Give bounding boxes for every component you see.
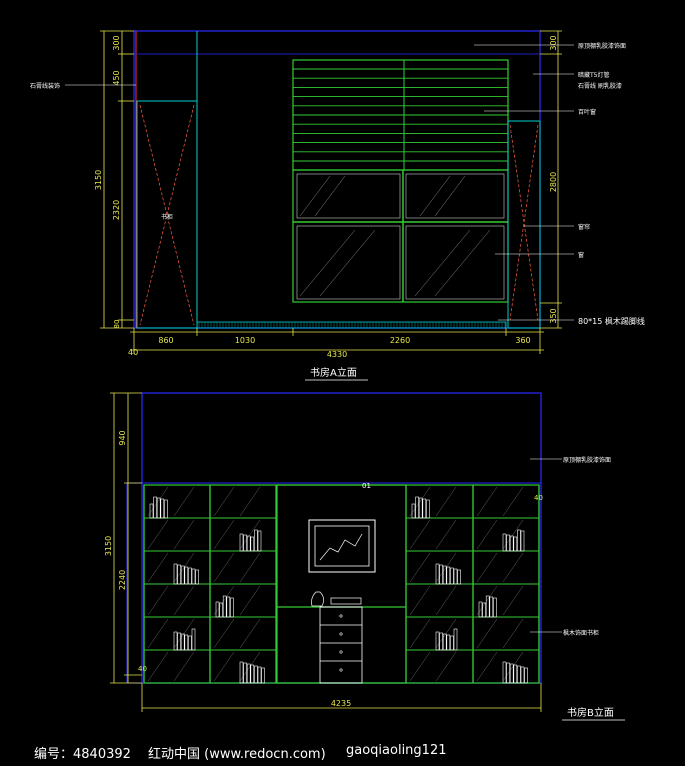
footer-author: gaoqiaoling121 — [346, 743, 447, 758]
elevation-a: 书柜 3150 300 450 — [30, 30, 645, 381]
callout-b2: 枫木饰面书柜 — [563, 629, 599, 637]
drawer-unit — [319, 606, 363, 684]
dim-b-d2: 2240 — [118, 570, 127, 590]
picture-frame-outer — [308, 519, 376, 573]
dim-a-right-d2: 2800 — [549, 172, 558, 192]
cabinet-cross-1 — [139, 104, 195, 326]
window-pane-2 — [405, 173, 505, 219]
dim-a-right-d3: 350 — [549, 308, 558, 323]
dim-b-right: 40 — [534, 494, 543, 502]
callout-b1: 原顶棚乳胶漆饰面 — [563, 456, 611, 464]
elevation-b: 01 3150 940 2240 40 40 4235 原顶棚乳胶漆饰面 枫木饰… — [104, 392, 625, 721]
curtain-cross-2 — [509, 124, 539, 321]
window-frame — [292, 169, 509, 303]
skirting-board — [196, 321, 507, 329]
window-pane-3 — [296, 225, 401, 300]
callout-r4: 窗帘 — [578, 223, 590, 231]
dim-left-b — [110, 392, 142, 684]
dim-right-a — [540, 30, 562, 329]
dim-a-total-width: 4330 — [327, 350, 347, 359]
dim-a-b4: 360 — [515, 336, 530, 345]
right-leaders-a — [474, 44, 574, 321]
left-callout: 石膏线装饰 — [30, 82, 60, 90]
callout-r1: 原顶棚乳胶漆饰面 — [578, 42, 626, 50]
cabinet-label: 书柜 — [161, 213, 173, 221]
drawers — [320, 606, 362, 672]
dim-b-d1: 940 — [118, 430, 127, 445]
dim-b-d3: 40 — [138, 665, 147, 673]
cabinet-cross-2 — [139, 104, 195, 326]
dim-bottom-a — [130, 328, 544, 354]
dim-a-d4: 80 — [113, 320, 121, 329]
callout-skirting: 80*15 枫木踢脚线 — [578, 316, 645, 326]
curtain-box — [507, 120, 541, 329]
title-b: 书房B立面 — [567, 706, 614, 719]
dim-a-b2: 1030 — [235, 336, 255, 345]
callout-r2b: 石膏线 刷乳胶漆 — [578, 82, 622, 90]
tray — [330, 597, 362, 605]
title-a: 书房A立面 — [310, 366, 357, 379]
dim-a-right-d1: 300 — [549, 35, 558, 50]
dim-a-d3: 2320 — [112, 200, 121, 220]
footer-site[interactable]: 红动中国 (www.redocn.com) — [148, 747, 326, 762]
dim-left-a — [100, 30, 134, 329]
window-pane-4 — [405, 225, 505, 300]
glass-hatch — [299, 175, 491, 297]
dim-a-b1: 860 — [158, 336, 173, 345]
wall-outline-a — [133, 30, 541, 329]
blind-slats — [293, 68, 508, 162]
dim-b-total: 3150 — [104, 536, 113, 556]
footer-id: 编号：4840392 — [34, 747, 131, 762]
curtain-cross-1 — [509, 124, 539, 321]
dim-a-total: 3150 — [94, 170, 103, 190]
vase — [311, 591, 324, 607]
skirting-ticks — [198, 322, 506, 328]
center-mark: 01 — [362, 482, 371, 490]
picture-art — [319, 533, 363, 561]
window-pane-1 — [296, 173, 401, 219]
dim-a-d1: 300 — [112, 35, 121, 50]
dim-a-left-off: 40 — [128, 348, 138, 357]
dim-bottom-b — [141, 683, 542, 712]
dim-b-width: 4235 — [331, 699, 351, 708]
picture-frame-inner — [314, 525, 370, 567]
dim-a-d2: 450 — [112, 70, 121, 85]
wall-outline-b — [141, 392, 542, 684]
callout-r2a: 暗藏T5灯管 — [578, 71, 609, 79]
callout-r3: 百叶窗 — [578, 108, 596, 116]
dim-a-b3: 2260 — [390, 336, 410, 345]
footer: 编号：4840392 红动中国 (www.redocn.com) gaoqiao… — [0, 740, 685, 766]
callout-r5: 窗 — [578, 251, 584, 259]
